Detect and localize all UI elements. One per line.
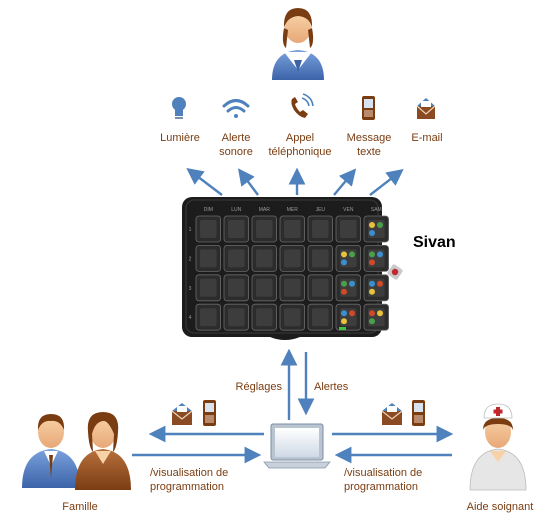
right-email-icon	[381, 403, 403, 425]
pill	[377, 310, 383, 317]
laptop-icon	[263, 423, 331, 469]
pill	[369, 259, 375, 266]
top-person-icon	[272, 8, 324, 80]
pill	[377, 280, 383, 287]
day-label: JEU	[316, 207, 326, 213]
pill	[377, 251, 383, 258]
pill	[369, 222, 375, 228]
compartment-inner	[340, 220, 357, 238]
left-mobile-icon	[203, 400, 216, 426]
day-label: LUN	[231, 207, 241, 213]
left-caption: /visualisation de programmation	[150, 467, 229, 493]
compartment-inner	[228, 220, 245, 238]
pill	[341, 280, 347, 287]
compartment-inner	[200, 308, 217, 327]
compartment-inner	[312, 278, 329, 297]
phone-icon	[291, 93, 314, 118]
pill	[341, 259, 347, 266]
notification-label-sound: Alerte sonore	[219, 132, 253, 158]
pill	[341, 310, 347, 317]
device-name: Sivan	[413, 234, 456, 251]
pill	[349, 251, 355, 258]
notification-arrows	[186, 167, 404, 196]
day-label: MER	[287, 207, 299, 213]
right-caption: /visualisation de programmation	[344, 467, 423, 493]
family-label: Famille	[62, 501, 98, 513]
notification-label-call: Appel téléphonique	[268, 132, 332, 158]
compartment-inner	[228, 249, 245, 268]
horizontal-arrows	[132, 425, 454, 464]
bulb-icon	[172, 97, 186, 119]
day-label: VEN	[343, 207, 354, 213]
notification-label-light: Lumière	[160, 132, 200, 144]
pill	[349, 310, 355, 317]
right-mobile-icon	[412, 400, 425, 426]
compartment-inner	[200, 249, 217, 268]
pill	[349, 280, 355, 287]
wifi-icon	[222, 99, 250, 118]
pill	[341, 251, 347, 258]
settings-label: Réglages	[235, 381, 282, 393]
pill	[369, 318, 375, 325]
row-label: 2	[189, 256, 192, 262]
pill	[369, 288, 375, 295]
compartment-inner	[256, 220, 273, 238]
left-email-icon	[171, 403, 193, 425]
caregiver-icon	[469, 403, 527, 491]
pill	[369, 310, 375, 317]
pill	[369, 230, 375, 236]
notification-label-email: E-mail	[411, 132, 443, 144]
notification-label-text: Message texte	[346, 132, 392, 158]
alerts-label: Alertes	[314, 381, 349, 393]
row-label: 3	[189, 286, 192, 292]
day-label: MAR	[259, 207, 271, 213]
compartment-inner	[200, 278, 217, 297]
pill	[369, 280, 375, 287]
compartment-inner	[284, 278, 301, 297]
pill	[369, 251, 375, 258]
compartment-inner	[284, 220, 301, 238]
caregiver-label: Aide soignant	[466, 501, 534, 513]
compartment-inner	[312, 220, 329, 238]
mobile-icon	[362, 96, 375, 120]
compartment-inner	[256, 249, 273, 268]
compartment-inner	[256, 278, 273, 297]
email-icon	[416, 98, 436, 119]
compartment-inner	[284, 308, 301, 327]
pill	[341, 288, 347, 295]
compartment-inner	[200, 220, 217, 238]
compartment-inner	[228, 308, 245, 327]
row-label: 1	[189, 227, 192, 233]
pill	[341, 318, 347, 325]
compartment-inner	[256, 308, 273, 327]
pill-icon	[387, 264, 403, 280]
compartment-inner	[312, 308, 329, 327]
row-label: 4	[189, 315, 192, 321]
day-label: SAM	[371, 207, 382, 213]
day-label: DIM	[204, 207, 213, 213]
family-icon	[22, 412, 131, 490]
compartment-inner	[312, 249, 329, 268]
settings-alerts-arrows	[280, 348, 315, 420]
compartment-inner	[228, 278, 245, 297]
pill	[377, 222, 383, 228]
compartment-inner	[284, 249, 301, 268]
